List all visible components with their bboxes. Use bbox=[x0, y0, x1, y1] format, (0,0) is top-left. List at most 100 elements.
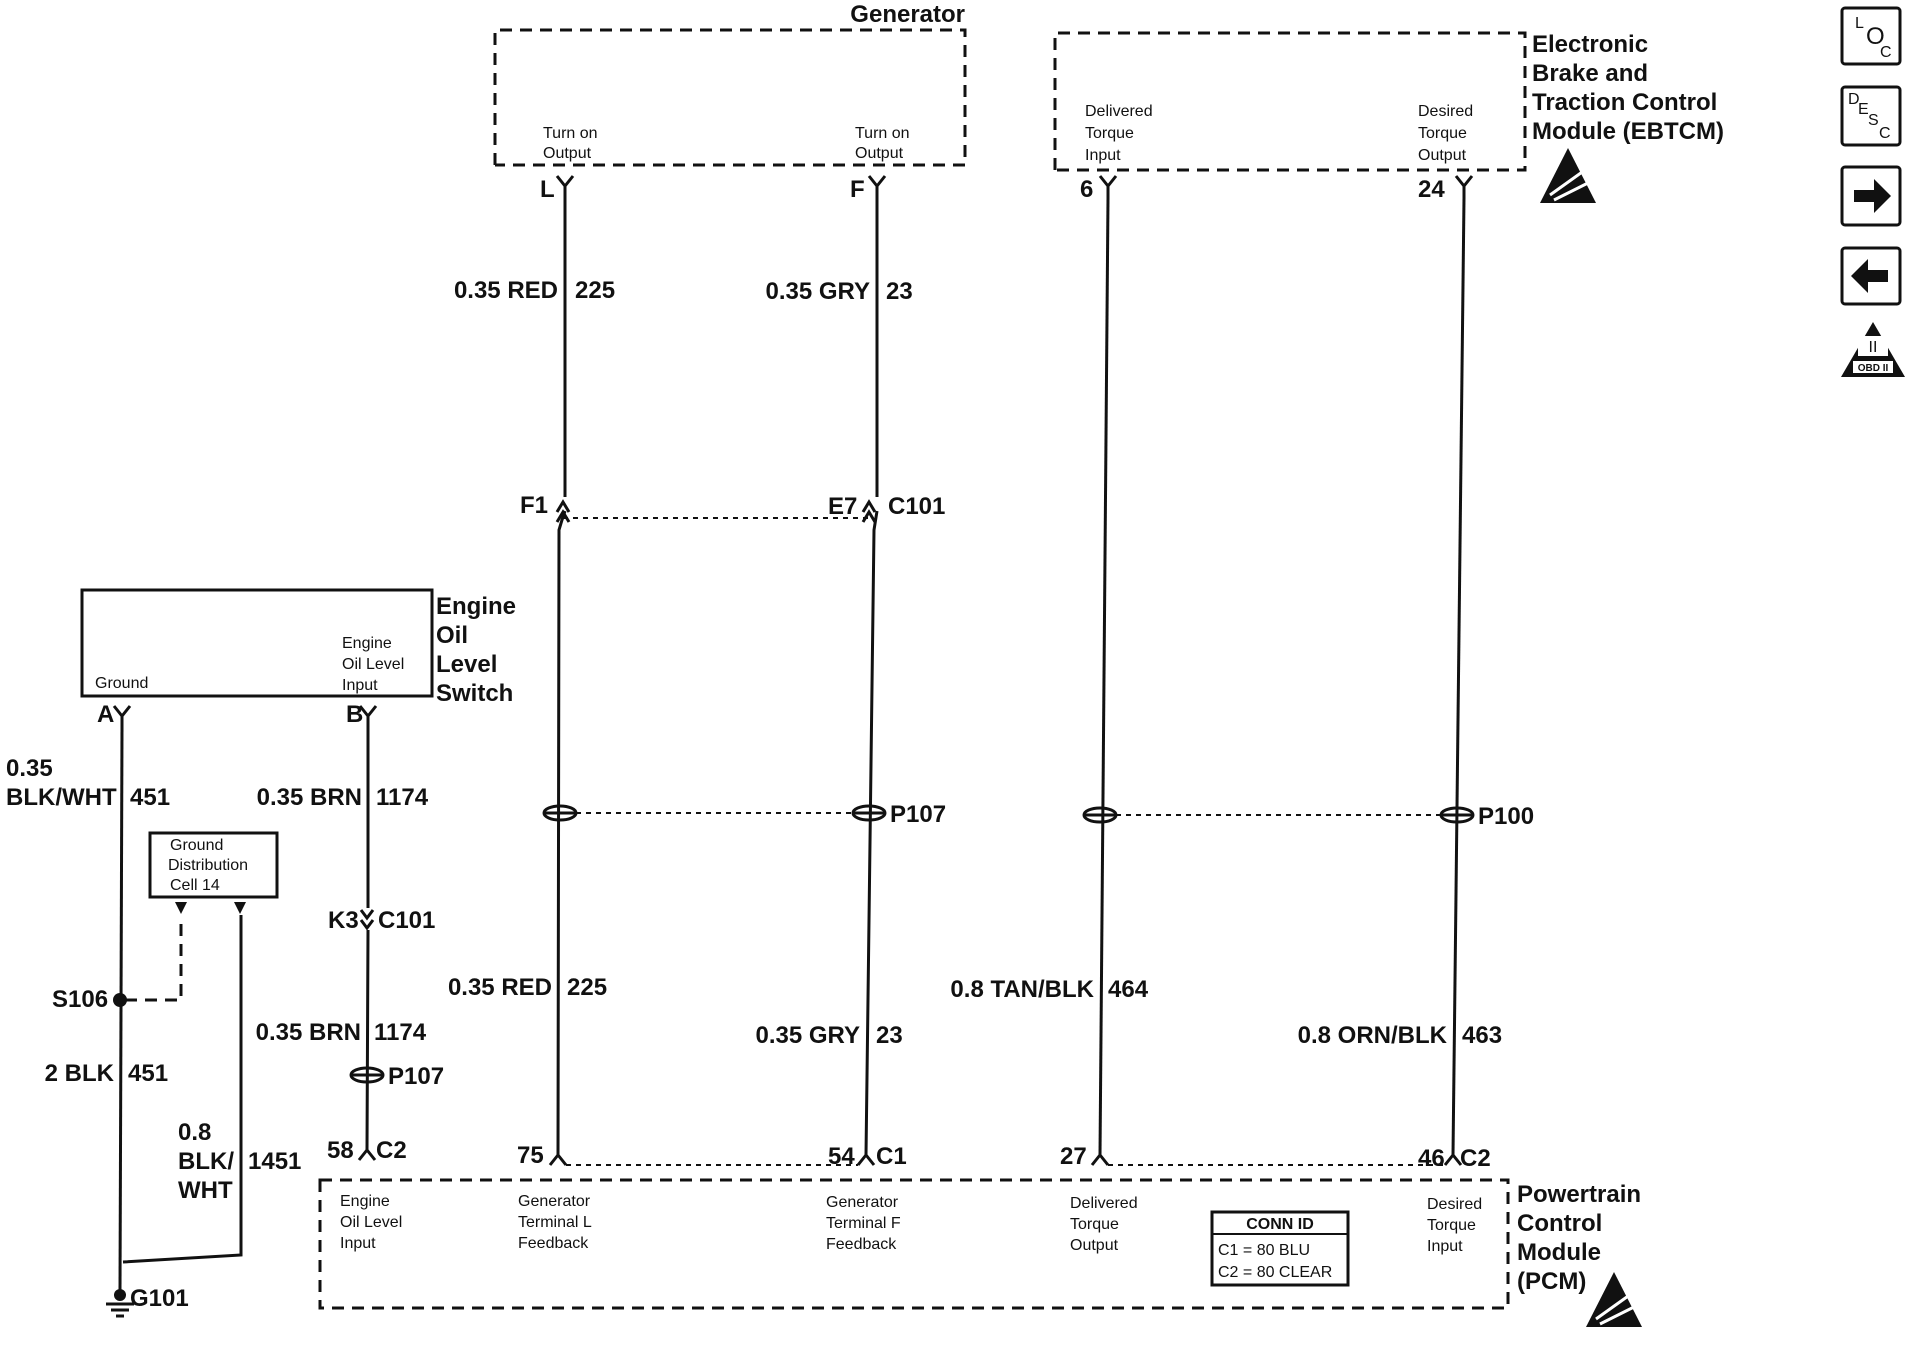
wire-451-lower-num: 451 bbox=[128, 1060, 168, 1087]
conn-id-row-2: C2 = 80 CLEAR bbox=[1218, 1264, 1332, 1281]
pcm-pin-46: 46 bbox=[1418, 1145, 1445, 1172]
generator-pin-l-desc-2: Output bbox=[543, 145, 592, 162]
generator-pin-l-desc-1: Turn on bbox=[543, 125, 598, 142]
wire-1174-upper-num: 1174 bbox=[376, 784, 429, 811]
pcm-pin-54: 54 bbox=[828, 1143, 855, 1170]
arrow-left-icon bbox=[1851, 259, 1888, 293]
description-button[interactable]: D E S C bbox=[1840, 85, 1902, 147]
pcm-outline bbox=[318, 1178, 1510, 1310]
ebtcm-title-2: Brake and bbox=[1532, 60, 1648, 87]
wire-225-top-label: 0.35 RED bbox=[454, 277, 558, 304]
pcm-connector-c2-left: C2 bbox=[376, 1137, 407, 1164]
loc-letter-l: L bbox=[1855, 15, 1864, 32]
pcm-pin-delivered-1: Delivered bbox=[1070, 1195, 1138, 1212]
generator-pin-l: L bbox=[540, 176, 555, 203]
wires bbox=[106, 175, 1475, 1318]
obd-ii-button[interactable]: II OBD II bbox=[1841, 322, 1905, 377]
pin-terminal-l bbox=[555, 175, 575, 198]
wire-464-num: 464 bbox=[1108, 976, 1149, 1003]
grommet-p100-left bbox=[1082, 806, 1118, 824]
ebtcm-component: Electronic Brake and Traction Control Mo… bbox=[1053, 31, 1724, 203]
ground-distribution-outline bbox=[148, 831, 279, 899]
wire-464-label: 0.8 TAN/BLK bbox=[950, 976, 1094, 1003]
connector-f1: F1 bbox=[520, 492, 548, 519]
ebtcm-outline bbox=[1053, 31, 1527, 172]
wire-1451-label-1: 0.8 bbox=[178, 1119, 211, 1146]
ebtcm-pin-24-desc-1: Desired bbox=[1418, 103, 1473, 120]
pcm-pin-desired-1: Desired bbox=[1427, 1196, 1482, 1213]
pcm-pin-delivered-3: Output bbox=[1070, 1237, 1119, 1254]
ground-g101-label: G101 bbox=[130, 1285, 189, 1312]
location-button[interactable]: L O C bbox=[1840, 6, 1902, 66]
ebtcm-pin-6-desc-2: Torque bbox=[1085, 125, 1134, 142]
pcm-title-2: Control bbox=[1517, 1210, 1602, 1237]
wire-451-upper-num: 451 bbox=[130, 784, 170, 811]
ground-distribution-component: Ground Distribution Cell 14 bbox=[148, 831, 279, 914]
generator-pin-f-desc-2: Output bbox=[855, 145, 904, 162]
arrow-right-icon bbox=[1854, 179, 1891, 213]
pcm-pin-gen-f-2: Terminal F bbox=[826, 1215, 901, 1232]
wire-labels: 0.35 RED 225 0.35 GRY 23 0.35 RED 225 0.… bbox=[6, 277, 1502, 1204]
generator-component: Generator Turn on Output Turn on Output … bbox=[493, 1, 967, 203]
previous-page-button[interactable] bbox=[1840, 246, 1902, 306]
connector-p100: P100 bbox=[1478, 803, 1534, 830]
pcm-pin-oil-3: Input bbox=[340, 1235, 376, 1252]
desc-letter-e: E bbox=[1858, 101, 1869, 118]
generator-pin-f-desc-1: Turn on bbox=[855, 125, 910, 142]
pcm-connector-c1: C1 bbox=[876, 1143, 907, 1170]
wire-463-label: 0.8 ORN/BLK bbox=[1298, 1022, 1448, 1049]
pcm-pin-27: 27 bbox=[1060, 1143, 1087, 1170]
oil-switch-input-2: Oil Level bbox=[342, 656, 404, 673]
wire-463 bbox=[1451, 197, 1466, 1156]
wire-23-bottom-label: 0.35 GRY bbox=[756, 1022, 861, 1049]
wire-451-lower-label: 2 BLK bbox=[45, 1060, 115, 1087]
wire-1174-upper-label: 0.35 BRN bbox=[257, 784, 362, 811]
wire-23 bbox=[864, 198, 879, 1156]
connector-c101-k3-symbol bbox=[359, 909, 375, 931]
pcm-pin-oil-2: Oil Level bbox=[340, 1214, 402, 1231]
loc-letter-c: C bbox=[1880, 44, 1892, 61]
wire-1174-lower-label: 0.35 BRN bbox=[256, 1019, 361, 1046]
connector-k3: K3 bbox=[328, 907, 359, 934]
next-page-button[interactable] bbox=[1840, 165, 1902, 227]
pin-terminal-f bbox=[867, 175, 887, 198]
wire-451 bbox=[118, 727, 124, 1291]
wire-451-upper-label-1: 0.35 bbox=[6, 755, 53, 782]
ground-g101-icon bbox=[106, 1289, 134, 1318]
wire-23-bottom-num: 23 bbox=[876, 1022, 903, 1049]
wire-225-bottom-num: 225 bbox=[567, 974, 607, 1001]
ebtcm-pin-24-desc-3: Output bbox=[1418, 147, 1467, 164]
wire-225-top-num: 225 bbox=[575, 277, 615, 304]
loc-letter-o: O bbox=[1866, 23, 1885, 50]
wire-23-top-num: 23 bbox=[886, 278, 913, 305]
oil-switch-pin-a: A bbox=[97, 701, 114, 728]
pcm-title-1: Powertrain bbox=[1517, 1181, 1641, 1208]
ebtcm-pin-6-desc-3: Input bbox=[1085, 147, 1121, 164]
oil-switch-input-1: Engine bbox=[342, 635, 392, 652]
ebtcm-pin-24-desc-2: Torque bbox=[1418, 125, 1467, 142]
generator-outline bbox=[493, 28, 967, 167]
pcm-pin-delivered-2: Torque bbox=[1070, 1216, 1119, 1233]
connector-c101-lower: C101 bbox=[378, 907, 435, 934]
pcm-pin-gen-f-3: Feedback bbox=[826, 1236, 897, 1253]
s106-ground-link bbox=[125, 916, 183, 1002]
esd-warning-icon-pcm bbox=[1586, 1272, 1642, 1327]
ebtcm-pin-6: 6 bbox=[1080, 176, 1093, 203]
wire-1451-label-3: WHT bbox=[178, 1177, 233, 1204]
wire-463-num: 463 bbox=[1462, 1022, 1502, 1049]
connector-labels: F1 E7 C101 K3 C101 P107 P107 P100 S106 G… bbox=[52, 492, 1534, 1312]
wire-1174 bbox=[365, 728, 370, 1151]
pcm-pin-desired-3: Input bbox=[1427, 1238, 1463, 1255]
pcm-title-3: Module bbox=[1517, 1239, 1601, 1266]
ebtcm-title-4: Module (EBTCM) bbox=[1532, 118, 1724, 145]
ground-distribution-line-3: Cell 14 bbox=[170, 877, 220, 894]
wire-225 bbox=[556, 198, 567, 1156]
ground-distribution-line-2: Distribution bbox=[168, 857, 248, 874]
conn-id-row-1: C1 = 80 BLU bbox=[1218, 1242, 1310, 1259]
oil-switch-input-3: Input bbox=[342, 677, 378, 694]
wire-1451 bbox=[122, 915, 243, 1264]
desc-letter-d: D bbox=[1848, 91, 1860, 108]
pcm-pin-75: 75 bbox=[517, 1142, 544, 1169]
pcm-pin-gen-l-2: Terminal L bbox=[518, 1214, 592, 1231]
